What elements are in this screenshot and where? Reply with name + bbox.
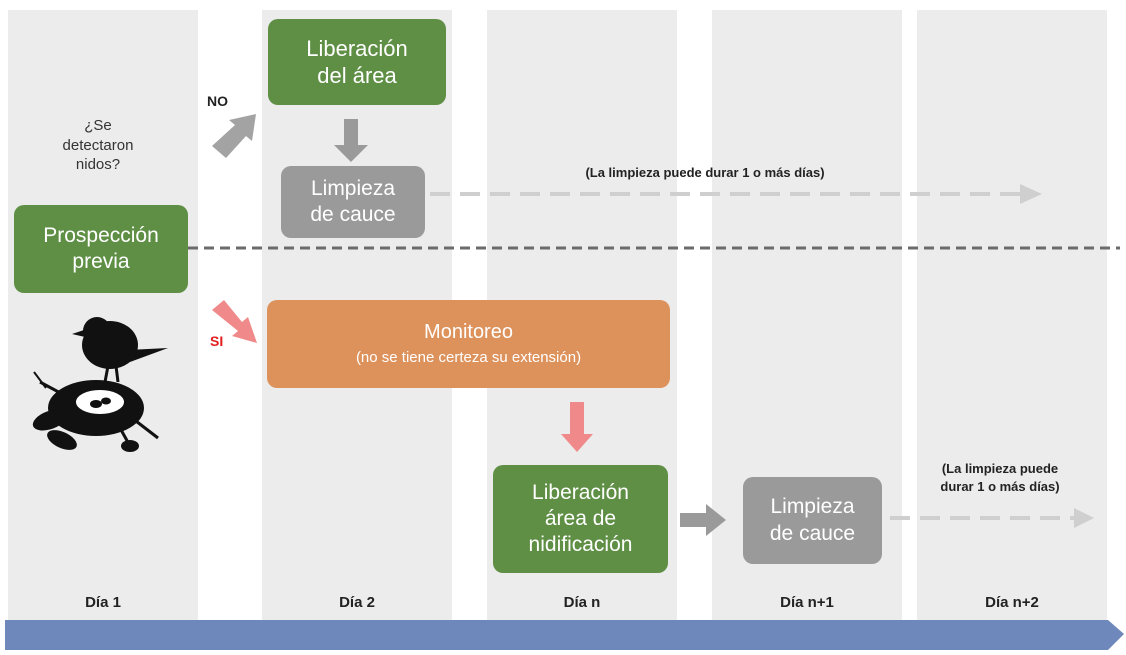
monitoreo-subtitle: (no se tiene certeza su extensión) bbox=[355, 349, 582, 367]
day-label-2: Día 2 bbox=[339, 594, 375, 611]
duration-note-1: (La limpieza puede durar 1 o más días) bbox=[585, 165, 825, 180]
limpieza-cauce-box-2: Limpieza de cauce bbox=[743, 477, 882, 564]
si-label: SI bbox=[210, 333, 224, 349]
limpieza-cauce-label-1: Limpieza de cauce bbox=[310, 176, 396, 226]
monitoreo-title: Monitoreo bbox=[424, 321, 513, 344]
down-arrow-gray bbox=[334, 119, 368, 162]
day-label-1: Día 1 bbox=[85, 594, 121, 611]
duration-arrowhead-2 bbox=[1074, 508, 1094, 528]
prospeccion-box: Prospección previa bbox=[14, 205, 188, 293]
duration-note-2: (La limpieza puede durar 1 o más días) bbox=[940, 461, 1060, 494]
day-label-n: Día n bbox=[563, 594, 601, 611]
limpieza-cauce-box-1: Limpieza de cauce bbox=[281, 166, 425, 238]
liberacion-nidificacion-label: Liberación área de nidificación bbox=[528, 480, 633, 557]
si-arrow bbox=[212, 300, 257, 343]
monitoreo-box: Monitoreo (no se tiene certeza su extens… bbox=[267, 300, 670, 388]
question-label: ¿Se detectaron nidos? bbox=[62, 117, 134, 173]
prospeccion-label: Prospección previa bbox=[43, 223, 159, 273]
no-label: NO bbox=[207, 93, 228, 109]
down-arrow-pink bbox=[561, 402, 593, 452]
timeline-arrow bbox=[5, 620, 1124, 650]
liberacion-area-box: Liberación del área bbox=[268, 19, 446, 105]
day-label-n1: Día n+1 bbox=[780, 594, 834, 611]
bird-on-nest-icon bbox=[32, 317, 168, 452]
column-day-1 bbox=[8, 10, 198, 622]
limpieza-cauce-label-2: Limpieza de cauce bbox=[769, 495, 856, 545]
no-arrow bbox=[212, 114, 256, 158]
right-arrow-gray bbox=[680, 504, 726, 536]
day-label-n2: Día n+2 bbox=[985, 594, 1039, 611]
liberacion-area-label: Liberación del área bbox=[306, 35, 408, 89]
duration-arrowhead-1 bbox=[1020, 184, 1042, 204]
liberacion-nidificacion-box: Liberación área de nidificación bbox=[493, 465, 668, 573]
